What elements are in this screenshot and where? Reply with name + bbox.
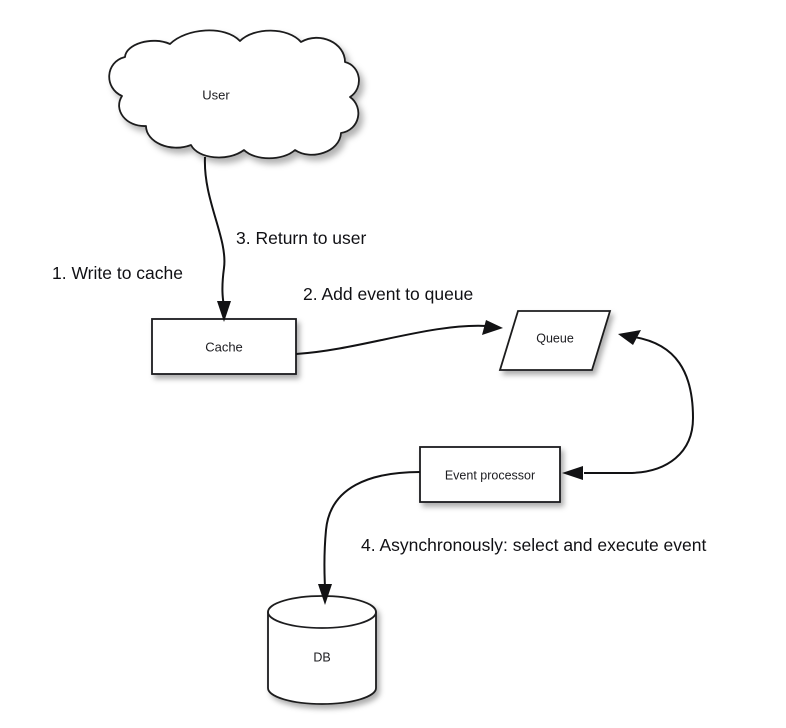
- step-label-4: 4. Asynchronously: select and execute ev…: [361, 535, 706, 555]
- arrowhead-into-queue: [482, 320, 503, 335]
- step-label-1: 1. Write to cache: [52, 263, 183, 283]
- step-label-3: 3. Return to user: [236, 228, 367, 248]
- node-label-db: DB: [313, 650, 330, 664]
- node-cache[interactable]: Cache: [151, 318, 297, 375]
- node-label-event-processor: Event processor: [445, 468, 535, 482]
- arrowhead-into-cache: [217, 301, 231, 322]
- edge-queue-event-processor-loop: [562, 330, 695, 480]
- node-label-cache: Cache: [205, 339, 243, 354]
- arrowhead-into-event-processor: [562, 466, 583, 480]
- arrowhead-into-db: [318, 584, 332, 605]
- arrowhead-into-queue-loop: [618, 330, 641, 345]
- edge-event-processor-to-db: [318, 471, 421, 605]
- node-user[interactable]: User: [108, 29, 360, 160]
- node-label-user: User: [202, 87, 230, 102]
- edge-cache-to-queue: [295, 320, 503, 355]
- node-db[interactable]: DB: [267, 595, 377, 705]
- node-event-processor[interactable]: Event processor: [419, 446, 561, 503]
- node-queue[interactable]: Queue: [498, 310, 612, 371]
- edge-user-to-cache: [203, 156, 231, 322]
- node-label-queue: Queue: [536, 331, 574, 345]
- step-label-2: 2. Add event to queue: [303, 284, 473, 304]
